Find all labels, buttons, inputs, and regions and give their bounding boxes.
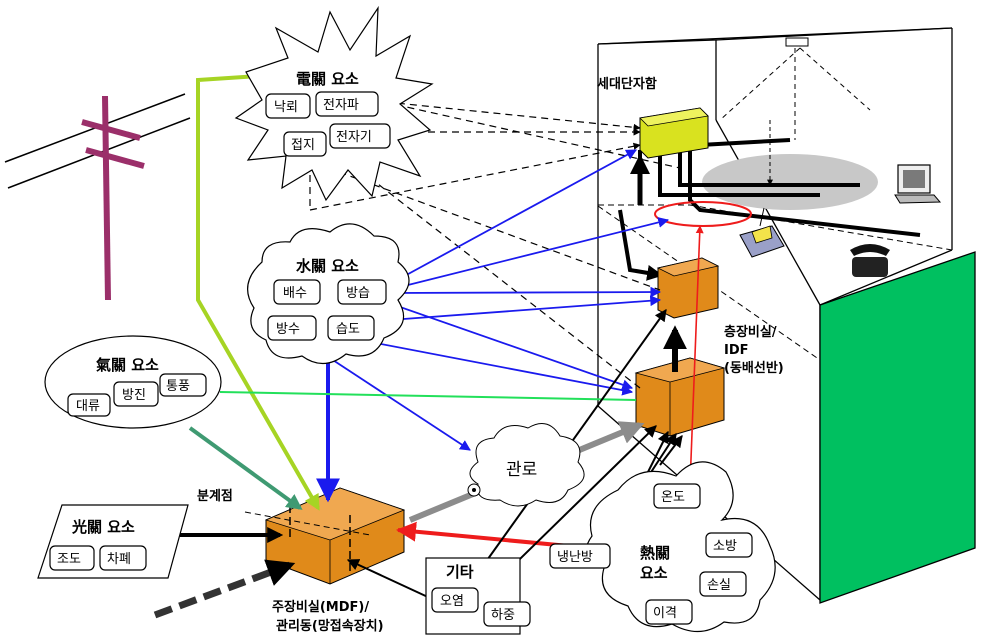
- idf-upper-box: [656, 257, 720, 319]
- heat-blob: 熱關 요소 냉난방 온도 소방 손실 이격: [549, 461, 776, 633]
- unit-box-label: 세대단자함: [597, 76, 657, 92]
- demarcation-label: 분계점: [197, 489, 233, 504]
- light-item-shielding: 차폐: [107, 552, 131, 567]
- electric-item-ground: 접지: [291, 138, 315, 153]
- electric-item-em: 전자기: [336, 130, 372, 145]
- idf-label-line3: (동배선반): [724, 360, 784, 376]
- electric-title: 電關 요소: [296, 70, 359, 88]
- external-link-arrow: [153, 559, 296, 619]
- air-item-convection: 대류: [76, 399, 100, 414]
- mdf-label-line2: 관리동(망접속장치): [276, 618, 384, 634]
- light-title: 光關 요소: [71, 518, 135, 536]
- electric-item-lightning: 낙뢰: [274, 100, 298, 115]
- air-to-mdf-arrow: [188, 426, 303, 510]
- unit-terminal-box: 세대단자함: [597, 76, 709, 159]
- water-arrows: [309, 149, 670, 451]
- light-box: 光關 요소 조도 차폐: [37, 504, 189, 579]
- other-item-load: 하중: [491, 608, 515, 623]
- computer-icon: [894, 164, 942, 204]
- other-title: 기타: [446, 563, 474, 581]
- fax-device-icon: [739, 207, 785, 258]
- heat-item-hvac: 냉난방: [557, 550, 593, 565]
- utility-pole: [4, 93, 191, 301]
- light-item-illuminance: 조도: [57, 552, 81, 567]
- temp-to-unit-arrow: [689, 225, 704, 486]
- water-item-dampproof: 방습: [346, 286, 370, 301]
- other-item-pollution: 오염: [440, 594, 464, 609]
- water-item-humidity: 습도: [336, 322, 360, 337]
- water-cloud: 水關 요소 배수 방습 방수 습도: [247, 223, 410, 365]
- mdf-label-line1: 주장비실(MDF)/: [272, 599, 369, 615]
- heat-title-line1: 熱關: [640, 544, 670, 562]
- air-ellipse: 氣關 요소 대류 방진 통풍: [44, 335, 222, 429]
- other-box: 기타 오염 하중: [425, 557, 531, 635]
- idf-label-line1: 층장비실/: [724, 324, 777, 340]
- electric-cloud: 電關 요소 낙뢰 전자파 접지 전자기: [234, 5, 434, 202]
- telephone-icon: [850, 244, 890, 277]
- idf-label-line2: IDF: [724, 343, 749, 358]
- air-line: [219, 391, 637, 401]
- heat-item-temperature: 온도: [661, 490, 685, 505]
- heat-item-spacing: 이격: [653, 606, 677, 621]
- mdf-box: [244, 487, 406, 585]
- conduit-label: 관로: [506, 460, 537, 480]
- electric-to-mdf-line: [196, 72, 320, 511]
- electric-item-emwave: 전자파: [323, 98, 359, 113]
- heat-title-line2: 요소: [640, 564, 668, 582]
- conduit-cloud: 관로: [467, 423, 585, 507]
- heat-item-loss: 손실: [707, 578, 731, 593]
- air-item-dustproof: 방진: [122, 388, 146, 403]
- idf-main-box: [634, 357, 726, 437]
- air-item-ventilation: 통풍: [166, 379, 190, 394]
- air-title: 氣關 요소: [96, 356, 159, 374]
- water-item-waterproof: 방수: [276, 322, 300, 337]
- heat-item-fire: 소방: [713, 539, 737, 554]
- water-item-drain: 배수: [283, 286, 307, 301]
- water-title: 水關 요소: [296, 257, 359, 275]
